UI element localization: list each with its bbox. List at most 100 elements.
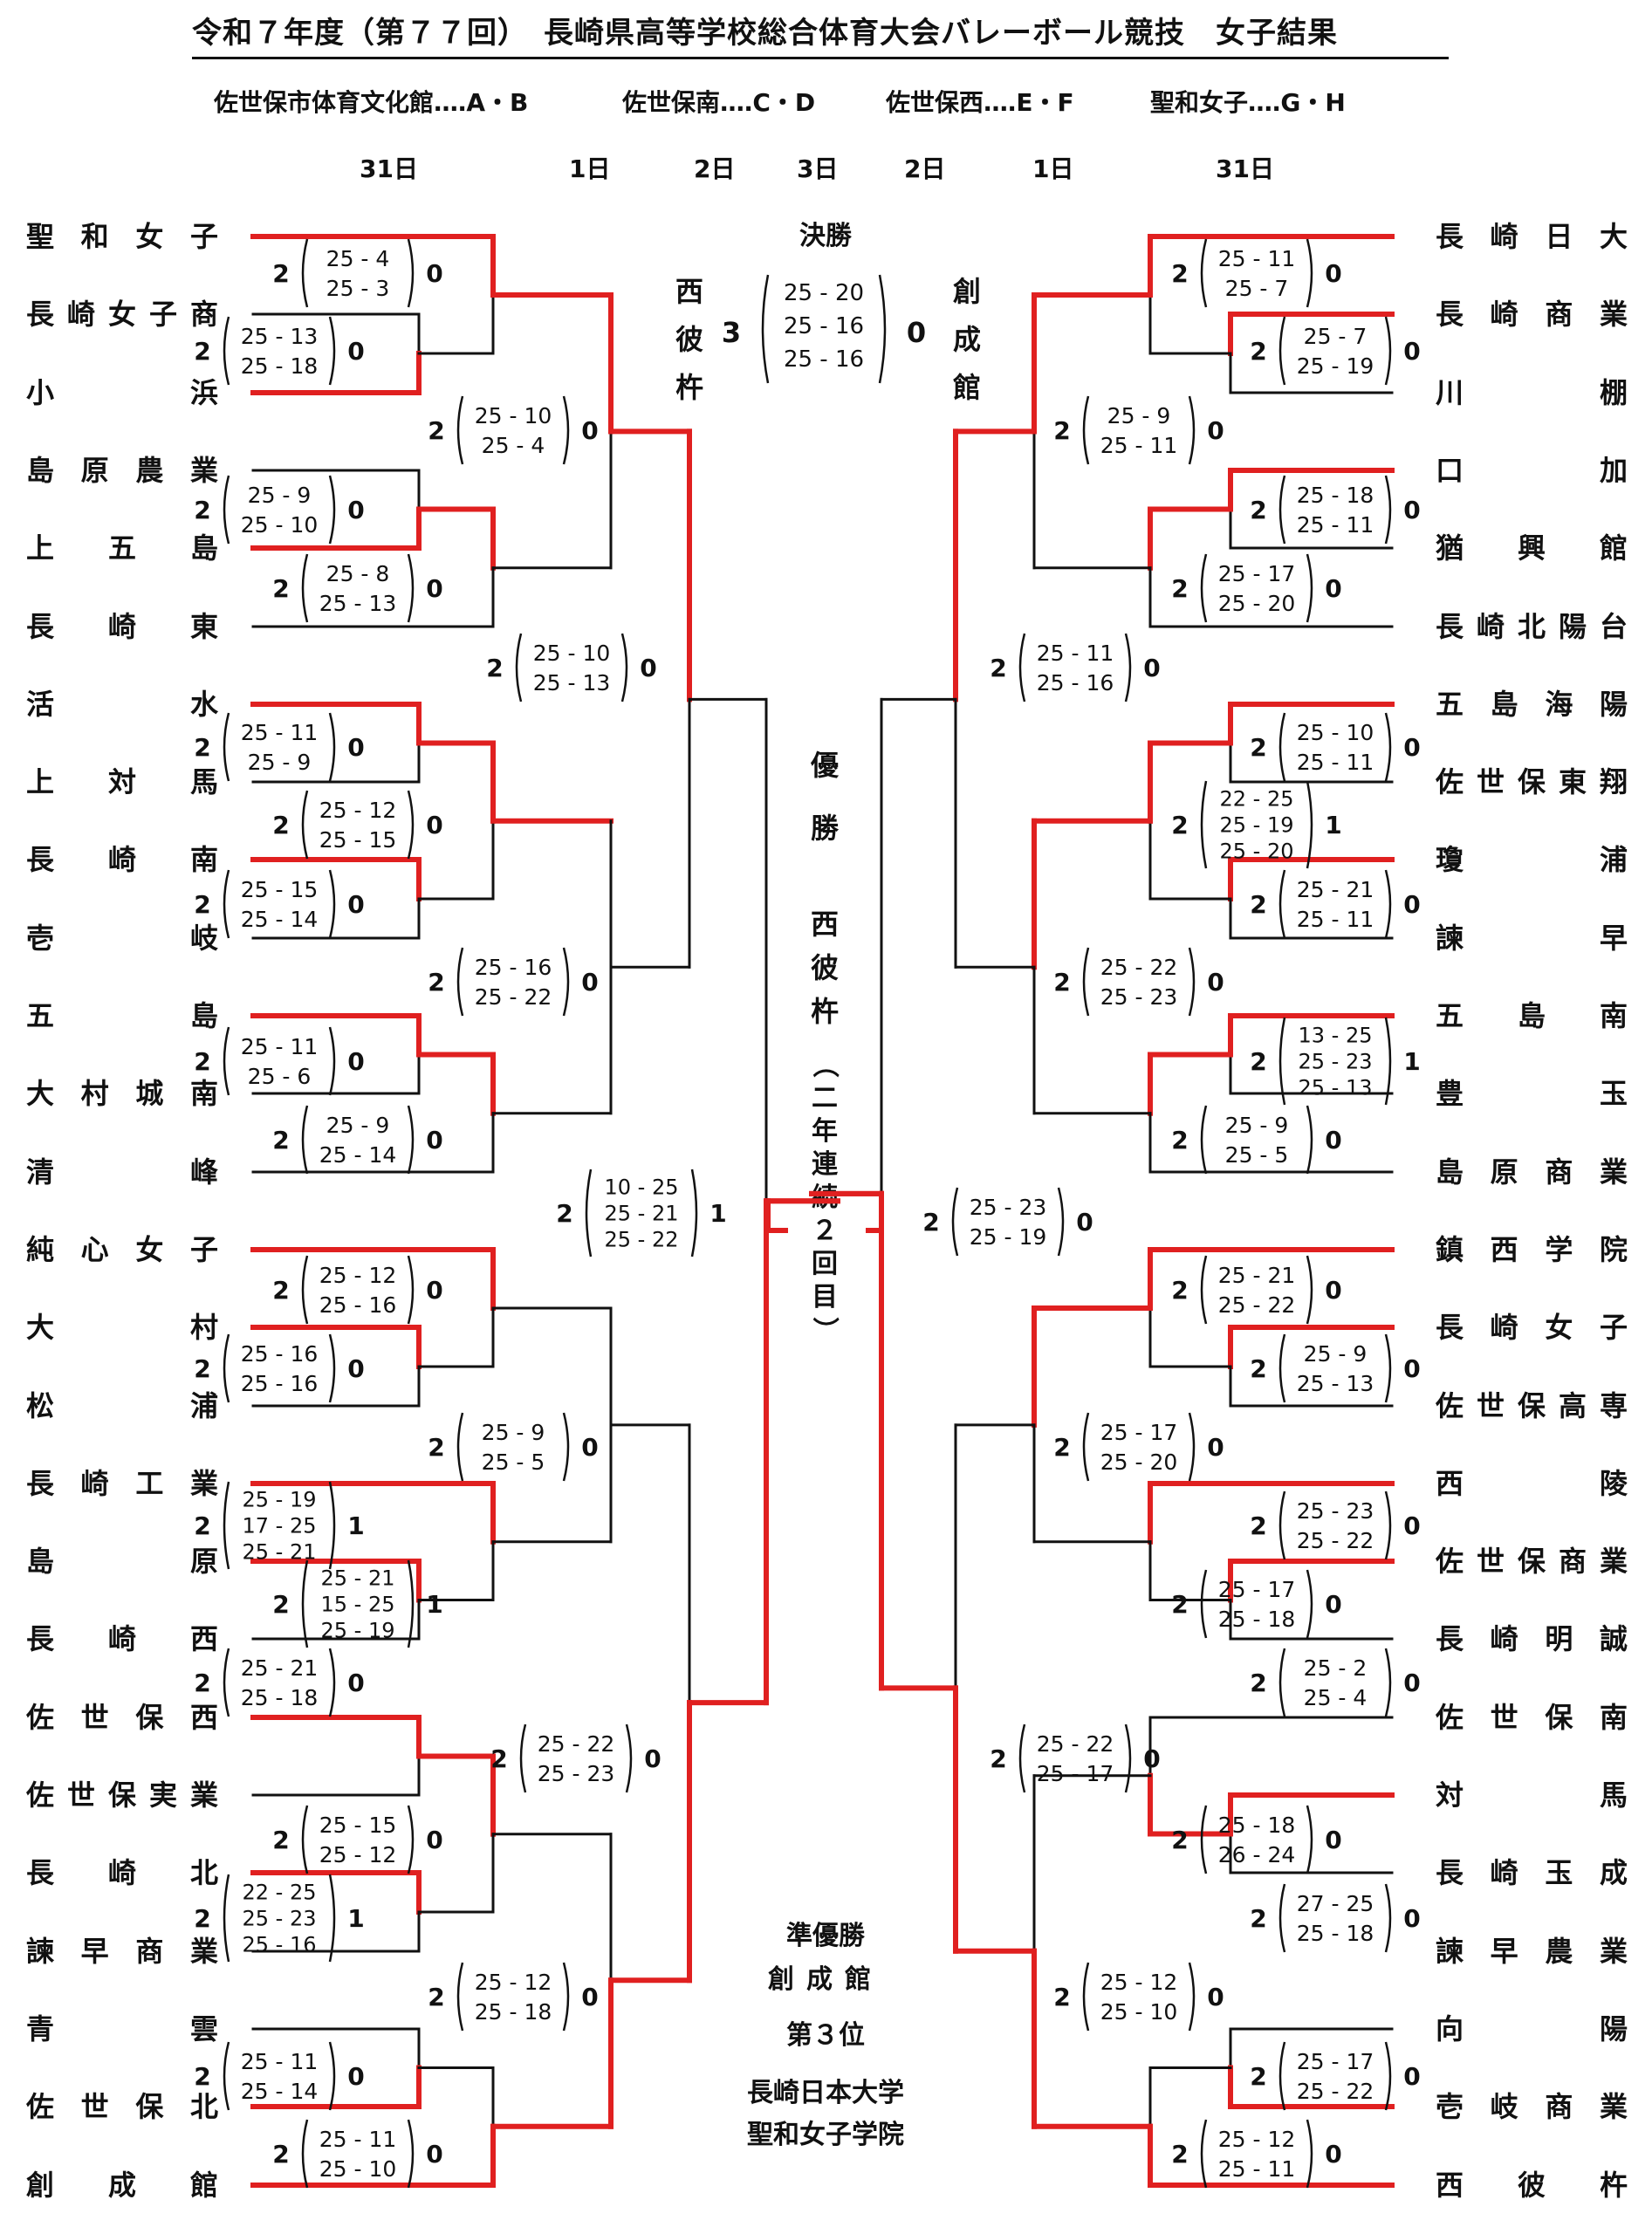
set-score: 25 - 13 bbox=[241, 324, 319, 349]
score-bracket bbox=[301, 1805, 309, 1874]
score-bracket bbox=[1082, 1412, 1090, 1482]
set-score: 25 - 12 bbox=[475, 1970, 552, 1995]
set-score: 25 - 10 bbox=[1100, 1999, 1178, 2025]
set-score: 25 - 7 bbox=[1304, 324, 1368, 349]
sets-lost: 0 bbox=[1207, 416, 1224, 445]
team-name: 佐世保商業 bbox=[1436, 1545, 1628, 1578]
sets-lost: 0 bbox=[1403, 1511, 1420, 1540]
score-bracket bbox=[1306, 780, 1313, 869]
team-name: 口加 bbox=[1436, 454, 1628, 487]
team-name: 島原 bbox=[26, 1545, 218, 1578]
team-name: 豊玉 bbox=[1436, 1077, 1628, 1110]
score-bracket bbox=[328, 712, 336, 782]
team-name: 大村 bbox=[26, 1311, 218, 1344]
sets-won: 2 bbox=[1171, 811, 1188, 839]
set-score: 25 - 10 bbox=[475, 403, 552, 428]
set-score: 25 - 6 bbox=[248, 1064, 312, 1089]
champion-note: 回 bbox=[812, 1249, 838, 1279]
score-bracket bbox=[1188, 1412, 1196, 1482]
team-name: 長崎明誠 bbox=[1436, 1622, 1628, 1655]
sets-lost: 0 bbox=[347, 1047, 364, 1076]
set-score: 25 - 11 bbox=[1218, 246, 1296, 271]
team-name: 諫早商業 bbox=[26, 1935, 218, 1968]
score-bracket bbox=[1278, 475, 1286, 545]
score-bracket bbox=[407, 553, 415, 623]
team-name: 上対馬 bbox=[26, 765, 218, 798]
final-right-team: 創 bbox=[953, 275, 981, 308]
set-score: 25 - 22 bbox=[1297, 2079, 1374, 2104]
team-name: 活水 bbox=[26, 688, 218, 721]
sets-lost: 0 bbox=[581, 416, 598, 445]
score-bracket bbox=[620, 633, 628, 702]
score-bracket bbox=[223, 1648, 230, 1717]
page-title: 令和７年度（第７７回） 長崎県高等学校総合体育大会バレーボール競技 女子結果 bbox=[192, 9, 1449, 59]
set-score: 25 - 12 bbox=[319, 1263, 397, 1288]
champion-note: 続 bbox=[812, 1182, 838, 1213]
sets-lost: 0 bbox=[1325, 1276, 1341, 1305]
sets-lost: 0 bbox=[347, 2062, 364, 2091]
sets-won: 2 bbox=[1171, 2140, 1188, 2169]
sets-lost: 0 bbox=[1403, 337, 1420, 366]
set-score: 25 - 9 bbox=[1225, 1113, 1289, 1138]
score-bracket bbox=[1384, 1017, 1392, 1106]
set-score: 25 - 21 bbox=[321, 1566, 395, 1590]
set-score: 25 - 16 bbox=[319, 1292, 397, 1318]
set-score: 25 - 23 bbox=[1299, 1049, 1373, 1073]
team-name: 鎮西学院 bbox=[1436, 1233, 1628, 1266]
set-score: 25 - 18 bbox=[1218, 1607, 1296, 1632]
score-bracket bbox=[1018, 633, 1026, 702]
set-score: 25 - 21 bbox=[605, 1201, 679, 1225]
score-bracket bbox=[328, 316, 336, 386]
set-score: 25 - 11 bbox=[1218, 2156, 1296, 2182]
score-bracket bbox=[519, 1723, 527, 1793]
final-left-sets: 3 bbox=[722, 316, 741, 349]
day-label: 1日 bbox=[1032, 154, 1074, 183]
sets-lost: 1 bbox=[426, 1590, 442, 1619]
score-bracket bbox=[328, 2041, 336, 2111]
score-bracket bbox=[407, 1255, 415, 1325]
score-bracket bbox=[1384, 1883, 1392, 1953]
set-score: 25 - 19 bbox=[1297, 353, 1374, 379]
set-score: 25 - 16 bbox=[1037, 670, 1114, 696]
set-score: 25 - 18 bbox=[1297, 1921, 1374, 1946]
set-score: 25 - 16 bbox=[784, 313, 864, 339]
team-name: 川棚 bbox=[1436, 376, 1628, 409]
set-score: 25 - 22 bbox=[475, 984, 552, 1010]
sets-won: 2 bbox=[194, 1904, 210, 1933]
sets-lost: 0 bbox=[640, 654, 656, 682]
score-bracket bbox=[1188, 947, 1196, 1017]
score-bracket bbox=[456, 1962, 464, 2032]
sets-won: 2 bbox=[272, 1590, 289, 1619]
set-score: 25 - 17 bbox=[1037, 1761, 1114, 1786]
score-bracket bbox=[1384, 316, 1392, 386]
set-score: 25 - 19 bbox=[243, 1487, 317, 1511]
score-bracket bbox=[1124, 633, 1132, 702]
set-score: 25 - 23 bbox=[1100, 984, 1178, 1010]
sets-won: 2 bbox=[1250, 496, 1266, 524]
team-name: 長崎西 bbox=[26, 1622, 218, 1655]
score-bracket bbox=[223, 1874, 230, 1963]
score-bracket bbox=[223, 1026, 230, 1096]
sets-lost: 1 bbox=[347, 1904, 364, 1933]
set-score: 25 - 17 bbox=[1100, 1420, 1178, 1445]
team-name: 小浜 bbox=[26, 376, 218, 409]
sets-won: 2 bbox=[272, 811, 289, 839]
score-bracket bbox=[1200, 238, 1208, 308]
set-score: 25 - 19 bbox=[970, 1224, 1047, 1250]
